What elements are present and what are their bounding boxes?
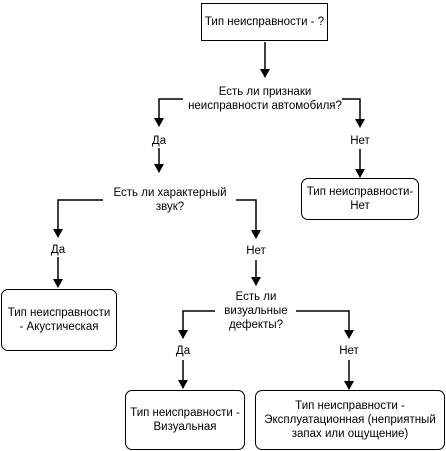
edge-label-visual-yes: Да xyxy=(173,344,193,358)
edge-label-sound-yes: Да xyxy=(48,243,68,257)
edge-signs-no xyxy=(342,98,365,128)
edge-label-sound-no: Нет xyxy=(243,244,269,258)
edge-signs-yes xyxy=(154,98,183,127)
question-sound: Есть ли характерный звук? xyxy=(113,187,227,213)
result-none: Тип неисправности- Нет xyxy=(301,178,419,220)
question-visual: Есть ли визуальные дефекты? xyxy=(224,291,288,331)
edge-label-signs-yes: Да xyxy=(149,134,169,148)
edge-sound-no xyxy=(236,199,261,239)
start-node: Тип неисправности - ? xyxy=(201,3,328,41)
edge-label-signs-no: Нет xyxy=(347,134,373,148)
edge-label-visual-no: Нет xyxy=(336,344,362,358)
edge-visual-yes xyxy=(178,310,215,339)
edge-sound-yes xyxy=(53,199,103,238)
result-visual: Тип неисправности - Визуальная xyxy=(125,390,245,450)
result-operational: Тип неисправности - Эксплуатационная (не… xyxy=(255,390,445,450)
question-signs: Есть ли признаки неисправности автомобил… xyxy=(188,86,342,112)
edge-visual-no xyxy=(296,310,354,339)
result-acoustic: Тип неисправности - Акустическая xyxy=(1,289,117,351)
